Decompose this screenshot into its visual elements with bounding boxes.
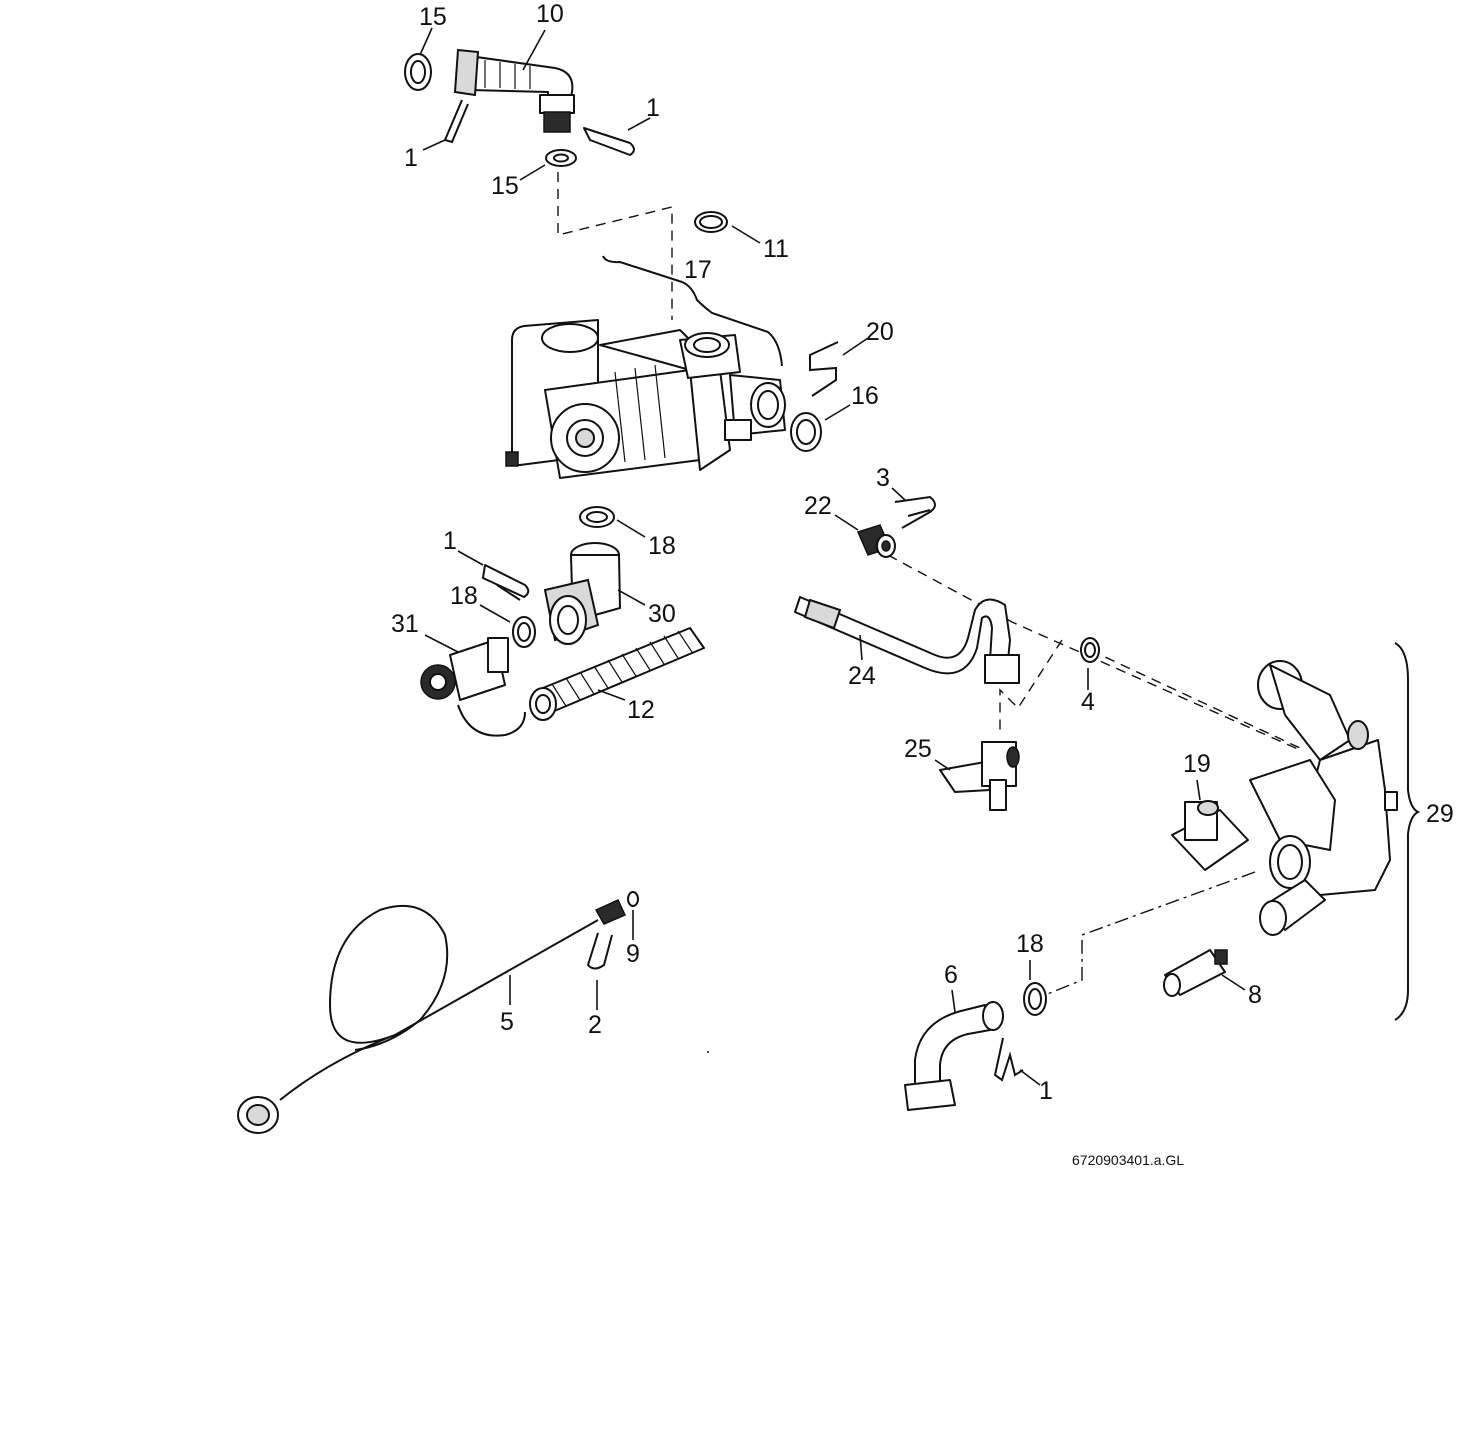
callout-22: 22 [804, 492, 832, 520]
assembly-lines [557, 172, 1301, 996]
part-sensor-19 [1171, 800, 1249, 871]
clip-1-bottom [993, 1037, 1024, 1082]
callout-29: 29 [1426, 800, 1454, 828]
clip-1-middle [482, 564, 530, 598]
callout-1-top-right: 1 [646, 94, 660, 122]
callout-15-lower: 15 [491, 172, 519, 200]
part-pipe-24 [794, 596, 1020, 684]
part-cable-sensor-5 [237, 899, 627, 1134]
callout-30: 30 [648, 600, 676, 628]
callout-25: 25 [904, 735, 932, 763]
clip-20 [809, 341, 839, 397]
clip-3 [894, 495, 936, 529]
callout-6: 6 [944, 961, 958, 989]
callout-18-left: 18 [450, 582, 478, 610]
part-valve-22 [856, 524, 896, 558]
callout-5: 5 [500, 1008, 514, 1036]
callout-17: 17 [684, 256, 712, 284]
callout-1-bottom: 1 [1039, 1077, 1053, 1105]
callout-labels: 15 10 1 1 15 11 17 20 16 3 22 18 1 18 30… [391, 0, 1454, 1105]
drawing-number: 6720903401.a.GL [1072, 1152, 1184, 1168]
part-25 [939, 741, 1020, 811]
callout-18-lower: 18 [1016, 930, 1044, 958]
o-ring-9 [627, 891, 639, 907]
callout-8: 8 [1248, 981, 1262, 1009]
callout-10: 10 [536, 0, 564, 28]
part-pipe-10 [453, 48, 575, 133]
callout-11: 11 [763, 235, 789, 263]
clip-1-top-right [583, 127, 635, 156]
callout-16: 16 [851, 382, 879, 410]
clip-1-top-left [443, 99, 469, 144]
callout-15-top: 15 [419, 3, 447, 31]
callout-24: 24 [848, 662, 876, 690]
callout-12: 12 [627, 696, 655, 724]
callout-1-top-left: 1 [404, 144, 418, 172]
clip-2 [586, 932, 613, 970]
part-sensor-8 [1163, 949, 1228, 997]
part-pump-17 [505, 319, 786, 479]
callout-3: 3 [876, 464, 890, 492]
leader-lines [419, 27, 1246, 1086]
callout-31: 31 [391, 610, 419, 638]
part-elbow-30 [543, 542, 621, 645]
part-valve-31 [420, 637, 526, 737]
part-pipe-6 [904, 1001, 1004, 1111]
brace-17 [602, 255, 783, 367]
callout-18-upper: 18 [648, 532, 676, 560]
callout-4: 4 [1081, 688, 1095, 716]
callout-2: 2 [588, 1011, 602, 1039]
callout-9: 9 [626, 940, 640, 968]
part-hydraulic-block-29 [1249, 660, 1398, 936]
brace-29 [1394, 642, 1421, 1021]
stray-mark [707, 1051, 709, 1053]
part-hose-12 [529, 627, 705, 721]
callout-20: 20 [866, 318, 894, 346]
callout-1-middle: 1 [443, 527, 457, 555]
callout-19: 19 [1183, 750, 1211, 778]
